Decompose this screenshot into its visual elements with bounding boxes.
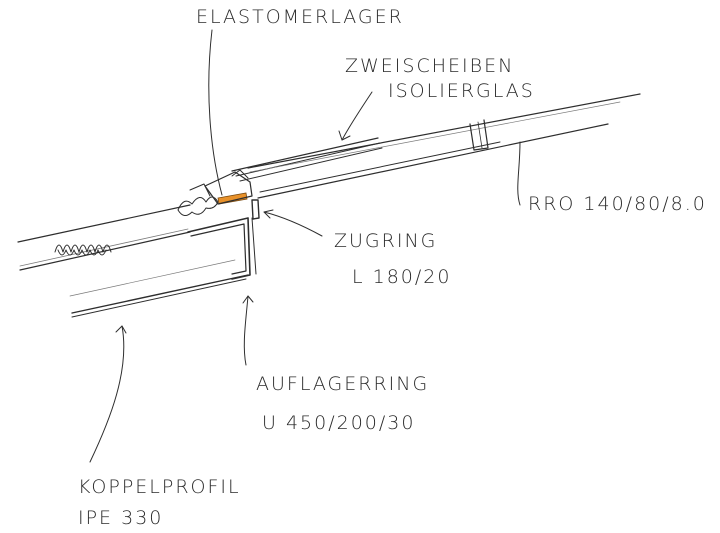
leader-lines (89, 29, 521, 463)
auflagerring-profile (187, 217, 257, 280)
koppelprofil-beam (17, 204, 249, 318)
elastomer-bearing (189, 169, 253, 205)
zugring-profile (251, 199, 260, 220)
label-zugring-line2: L 180/20 (352, 266, 452, 288)
label-auflager-line2: U 450/200/30 (262, 412, 416, 434)
label-rro: RRO 140/80/8.0 (528, 193, 707, 215)
glass-panel (231, 137, 501, 193)
insulation-loops (54, 196, 219, 256)
label-koppel-line2: IPE 330 (78, 507, 164, 529)
label-auflager-line1: AUFLAGERRING (256, 373, 430, 395)
rro-tube (247, 93, 641, 199)
label-elastomerlager: ELASTOMERLAGER (196, 6, 404, 28)
label-glass-line2: ISOLIERGLAS (388, 80, 535, 102)
label-zugring-line1: ZUGRING (334, 230, 438, 252)
label-glass-line1: ZWEISCHEIBEN (345, 55, 515, 77)
label-koppel-line1: KOPPELPROFIL (78, 476, 241, 498)
